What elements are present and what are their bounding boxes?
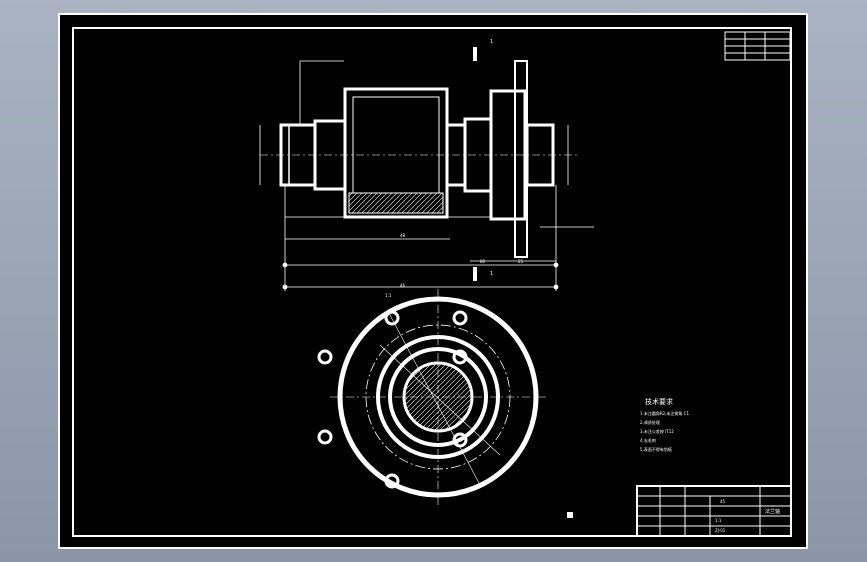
dim-label-1: 48 [400,233,406,238]
tech-note-5: 5.表面不得有划痕 [640,447,672,452]
tech-requirements-title: 技术要求 [645,398,673,406]
title-block [636,485,792,537]
flange-view [330,289,546,505]
cad-drawing [72,27,792,537]
small-mark [567,512,573,518]
section-marks [473,47,477,281]
dimension-lines [259,60,594,291]
scale: 1:1 [715,518,722,523]
inner-frame [72,27,792,537]
dim-label-2: 1:1 [385,293,392,298]
tech-note-2: 2.调质处理 [640,420,660,425]
tech-note-3: 3.未注公差按 IT12 [640,429,674,434]
drawing-sheet: 1 1 48 1:1 46 80 25 技术要求 1.未注圆角R2,未注倒角 C… [58,13,808,549]
material: 45 [720,499,726,504]
section-view [260,60,580,258]
section-label-top: 1 [490,39,494,45]
dim-label-3: 46 [400,283,406,288]
tech-note-1: 1.未注圆角R2,未注倒角 C1 [640,411,690,416]
bolt-holes [317,310,468,489]
section-label-bottom: 1 [490,271,494,277]
tech-note-4: 4.去毛刺 [640,438,656,443]
dim-label-4: 80 [480,259,486,264]
part-name: 法兰轴 [765,509,781,515]
drawing-number: ZJ-01 [715,528,726,533]
revision-table [724,31,791,61]
dim-label-5: 25 [518,259,524,264]
